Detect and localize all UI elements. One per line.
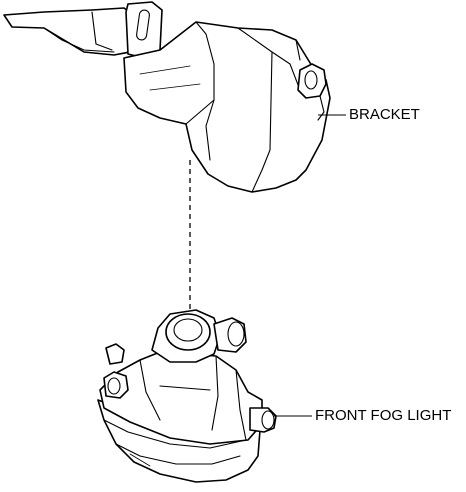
- fog-light-housing: [99, 351, 263, 445]
- bracket-body: [123, 21, 331, 193]
- slot-hole: [136, 9, 150, 41]
- front-fog-light-label: FRONT FOG LIGHT: [315, 407, 452, 424]
- bracket-label: BRACKET: [349, 106, 420, 123]
- bracket-flange: [3, 7, 133, 56]
- bracket-boss: [297, 63, 327, 99]
- fog-light-adjuster: [249, 407, 277, 433]
- bracket-illustration: [3, 1, 331, 193]
- bracket-slotted-tab: [125, 1, 163, 59]
- fog-light-connector: [213, 317, 247, 353]
- fog-light-illustration: [97, 309, 277, 483]
